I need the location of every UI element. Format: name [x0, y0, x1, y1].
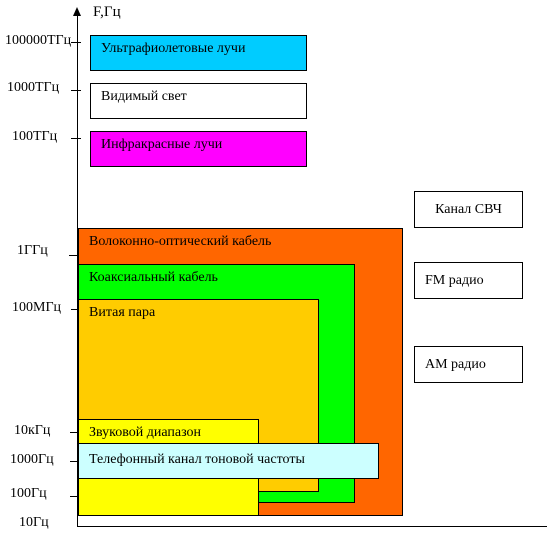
tick-mark — [71, 90, 81, 91]
tick-label-10khz: 10кГц — [14, 423, 51, 438]
tick-mark — [70, 432, 80, 433]
band-visible-light: Видимый свет — [90, 83, 307, 119]
channel-microwave-label: Канал СВЧ — [435, 201, 502, 217]
band-infrared: Инфракрасные лучи — [90, 131, 307, 167]
tick-label-100hz: 100Гц — [10, 486, 47, 501]
tick-mark — [70, 461, 80, 462]
tick-mark — [71, 309, 81, 310]
channel-microwave: Канал СВЧ — [414, 191, 523, 228]
band-infrared-label: Инфракрасные лучи — [101, 137, 223, 152]
band-telephone: Телефонный канал тоновой частоты — [78, 443, 379, 479]
axis-arrow-icon — [73, 7, 81, 16]
axis-title: F,Гц — [93, 4, 121, 20]
band-audio-label: Звуковой диапазон — [89, 425, 202, 440]
baseline-axis — [77, 526, 547, 527]
tick-mark — [71, 42, 81, 43]
frequency-axis — [77, 14, 78, 527]
tick-label-10hz: 10Гц — [19, 515, 49, 530]
band-ultraviolet-label: Ультрафиолетовые лучи — [101, 41, 246, 56]
tick-mark — [69, 255, 79, 256]
tick-mark — [71, 138, 81, 139]
band-fiber-optic-label: Волоконно-оптический кабель — [89, 234, 272, 249]
band-ultraviolet: Ультрафиолетовые лучи — [90, 35, 307, 71]
tick-label-1000thz: 1000ТГц — [7, 80, 60, 95]
tick-label-1ghz: 1ГГц — [17, 243, 48, 258]
band-visible-light-label: Видимый свет — [101, 89, 187, 104]
tick-label-1000hz: 1000Гц — [10, 452, 54, 467]
channel-am-label: АМ радио — [425, 356, 486, 372]
channel-am: АМ радио — [414, 346, 523, 383]
tick-label-100000thz: 100000ТГц — [5, 33, 72, 48]
band-twisted-pair-label: Витая пара — [89, 305, 156, 320]
band-telephone-label: Телефонный канал тоновой частоты — [89, 452, 305, 467]
channel-fm-label: FM радио — [425, 272, 484, 288]
tick-label-100mhz: 100МГц — [12, 300, 62, 315]
tick-label-100thz: 100ТГц — [12, 129, 58, 144]
channel-fm: FM радио — [414, 262, 523, 299]
band-coaxial-label: Коаксиальный кабель — [89, 270, 218, 285]
tick-mark — [70, 496, 80, 497]
